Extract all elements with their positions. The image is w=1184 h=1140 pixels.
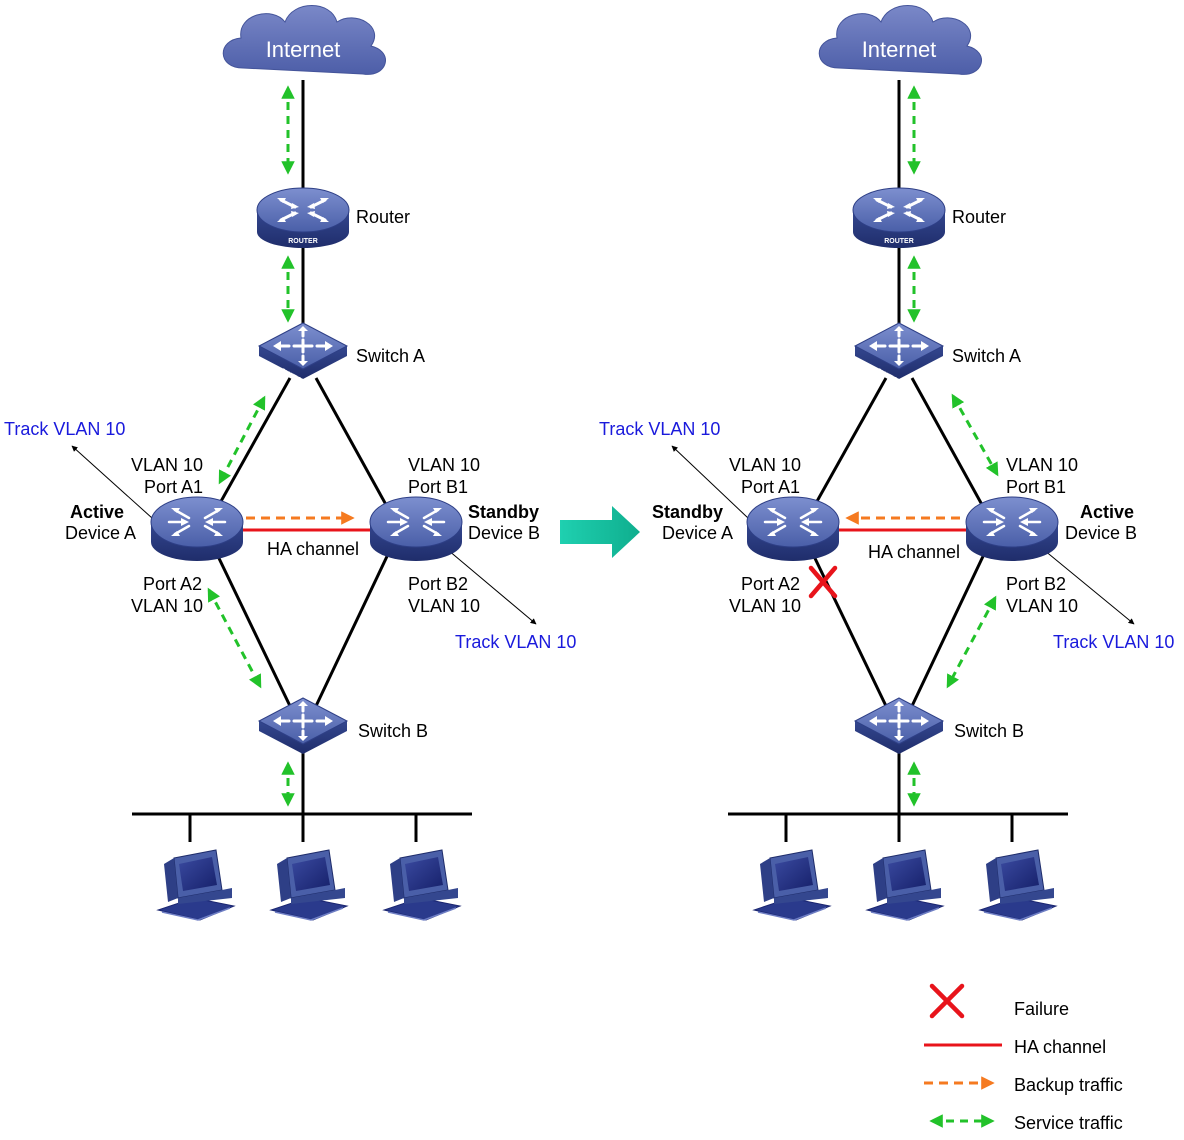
service-traffic-arrow xyxy=(946,595,997,689)
device-b-name: Device B xyxy=(1065,523,1137,543)
legend-failure-icon xyxy=(929,983,965,1019)
track-pointer xyxy=(1043,549,1135,625)
service-traffic-arrow xyxy=(218,395,266,485)
device-a-name: Device A xyxy=(65,523,136,543)
track-vlan-label: Track VLAN 10 xyxy=(1053,632,1174,652)
switch-a-icon xyxy=(853,321,945,381)
link-device-b-switch-b xyxy=(314,549,392,707)
track-pointer xyxy=(671,445,749,519)
link-device-a-switch-b xyxy=(213,549,292,707)
legend-ha-channel-label: HA channel xyxy=(1014,1037,1106,1057)
port-b1-vlan: VLAN 10 xyxy=(1006,455,1078,475)
ha-channel-label: HA channel xyxy=(868,542,960,562)
switch-a-label: Switch A xyxy=(356,346,425,366)
device-b-icon xyxy=(368,495,464,563)
port-b2-vlan: VLAN 10 xyxy=(408,596,480,616)
router-badge: ROUTER xyxy=(884,238,914,245)
internet-label: Internet xyxy=(862,37,937,62)
port-a1-vlan: VLAN 10 xyxy=(131,455,203,475)
switch-b-label: Switch B xyxy=(954,721,1024,741)
pc-icon xyxy=(979,849,1057,921)
track-pointer xyxy=(447,549,537,625)
pc-icon xyxy=(383,849,461,921)
port-a2-label: Port A2 xyxy=(143,574,202,594)
link-switch-a-device-b xyxy=(910,377,988,513)
internet-label: Internet xyxy=(266,37,341,62)
device-b-name: Device B xyxy=(468,523,540,543)
port-b1-vlan: VLAN 10 xyxy=(408,455,480,475)
service-traffic-arrow xyxy=(207,587,262,689)
switch-b-label: Switch B xyxy=(358,721,428,741)
device-a-name: Device A xyxy=(662,523,733,543)
link-device-a-switch-b xyxy=(809,549,888,707)
device-a-icon xyxy=(149,495,245,563)
legend-failure-label: Failure xyxy=(1014,999,1069,1019)
port-b2-label: Port B2 xyxy=(408,574,468,594)
track-vlan-label: Track VLAN 10 xyxy=(599,419,720,439)
port-a2-vlan: VLAN 10 xyxy=(729,596,801,616)
link-switch-a-device-a xyxy=(809,377,888,513)
pc-icon xyxy=(270,849,348,921)
link-device-b-switch-b xyxy=(910,549,988,707)
port-b1-label: Port B1 xyxy=(1006,477,1066,497)
port-b2-vlan: VLAN 10 xyxy=(1006,596,1078,616)
device-a-role: Standby xyxy=(652,502,723,522)
port-a2-label: Port A2 xyxy=(741,574,800,594)
failure-x-icon xyxy=(808,565,838,599)
link-switch-a-device-a xyxy=(213,377,292,513)
device-b-role: Active xyxy=(1080,502,1134,522)
router-label: Router xyxy=(356,207,410,227)
port-a1-label: Port A1 xyxy=(741,477,800,497)
left-topology: Internet ROUTER Router SWITCH Switch A S… xyxy=(4,5,576,921)
port-b1-label: Port B1 xyxy=(408,477,468,497)
device-b-icon xyxy=(964,495,1060,563)
failover-transition-arrow xyxy=(560,506,640,558)
device-a-role: Active xyxy=(70,502,124,522)
pc-icon xyxy=(753,849,831,921)
switch-a-icon xyxy=(257,321,349,381)
port-b2-label: Port B2 xyxy=(1006,574,1066,594)
legend-backup-traffic-label: Backup traffic xyxy=(1014,1075,1123,1095)
port-a1-label: Port A1 xyxy=(144,477,203,497)
router-label: Router xyxy=(952,207,1006,227)
legend: Failure HA channel Backup traffic Servic… xyxy=(924,983,1123,1133)
device-a-icon xyxy=(745,495,841,563)
ha-channel-label: HA channel xyxy=(267,539,359,559)
right-topology: Internet ROUTER Router SWITCH Switch A S… xyxy=(599,5,1174,921)
service-traffic-arrow xyxy=(951,393,999,477)
device-b-role: Standby xyxy=(468,502,539,522)
port-a1-vlan: VLAN 10 xyxy=(729,455,801,475)
track-vlan-label: Track VLAN 10 xyxy=(4,419,125,439)
link-switch-a-device-b xyxy=(314,377,392,513)
pc-icon xyxy=(866,849,944,921)
track-vlan-label: Track VLAN 10 xyxy=(455,632,576,652)
port-a2-vlan: VLAN 10 xyxy=(131,596,203,616)
switch-a-label: Switch A xyxy=(952,346,1021,366)
track-pointer xyxy=(71,445,153,519)
pc-icon xyxy=(157,849,235,921)
legend-service-traffic-label: Service traffic xyxy=(1014,1113,1123,1133)
router-badge: ROUTER xyxy=(288,238,318,245)
